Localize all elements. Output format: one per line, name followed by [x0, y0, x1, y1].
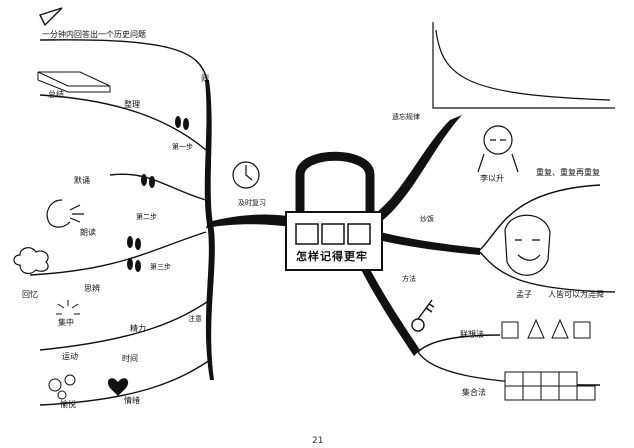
heart-icon: [107, 378, 129, 396]
repetition-label: 炒饭: [420, 215, 434, 223]
contemplate-label: 思辨: [84, 284, 100, 293]
key-icon: [411, 299, 435, 332]
forgetting-curve-label: 遗忘规律: [392, 113, 420, 121]
footprint-icon: [127, 116, 189, 272]
person2-label: 孟子: [516, 290, 532, 299]
attention-label: 注意: [188, 315, 202, 323]
flower-icon: [48, 374, 76, 400]
focus-label: 集中: [58, 318, 74, 327]
sage-sketch-icon: [504, 214, 551, 276]
timely-review-label: 及时复习: [238, 199, 266, 207]
calm-label: 情绪: [124, 396, 140, 405]
read-aloud-label: 朗读: [80, 228, 96, 237]
energy-label: 精力: [130, 324, 146, 333]
speaking-face-icon: [46, 199, 84, 228]
central-title: 怎样记得更牢: [296, 250, 368, 263]
summary-label: 总结: [48, 90, 64, 99]
focus-ray-icon: [56, 300, 80, 315]
cloud-icon: [13, 247, 49, 275]
page-number: 21: [312, 436, 324, 446]
quote1-label: 重复、重复再重复: [536, 168, 600, 177]
exercise-label: 运动: [62, 352, 78, 361]
step1-label: 第一步: [172, 143, 193, 151]
clock-icon: [232, 161, 260, 189]
person1-label: 李以升: [480, 174, 504, 183]
top-question-label: 一分钟内回答出一个历史问题: [42, 30, 146, 39]
method-label: 方法: [402, 275, 416, 283]
sub-branches: [29, 39, 616, 406]
step2-label: 第二步: [136, 213, 157, 221]
digest-label: 回忆: [22, 290, 38, 299]
step3-label: 第三步: [150, 263, 171, 271]
apex-label: 则: [201, 74, 209, 83]
collection-label: 集合法: [462, 388, 486, 397]
book-icon: [37, 71, 111, 93]
relax-label: 愉悦: [60, 400, 76, 409]
main-branches: [204, 80, 480, 380]
time-label: 时间: [122, 354, 138, 363]
quote2-label: 人皆可以为尧舜: [548, 290, 604, 299]
recite-label: 默诵: [74, 176, 90, 185]
padlock-icon: [285, 151, 383, 271]
person-sketch-icon: [477, 125, 519, 173]
forgetting-curve-icon: [432, 22, 615, 109]
organize-label: 整理: [124, 100, 140, 109]
association-label: 联想法: [460, 330, 484, 339]
blocks-icon: [504, 371, 596, 401]
shapes-icon: [501, 318, 591, 339]
pen-icon: [39, 7, 63, 27]
